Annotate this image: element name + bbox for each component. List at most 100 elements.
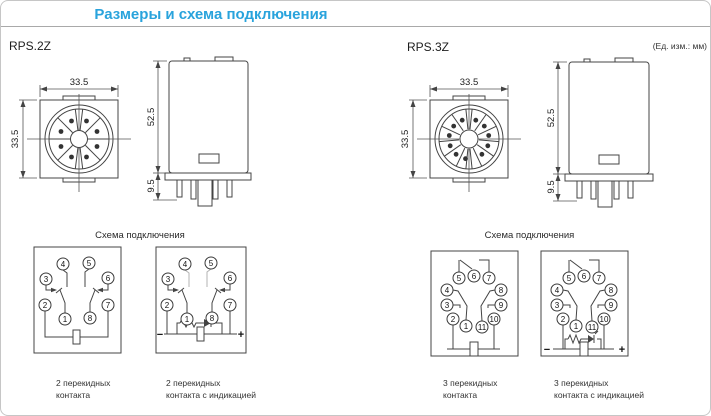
- svg-text:9: 9: [499, 301, 504, 310]
- rps3z-side-view: [564, 57, 654, 208]
- svg-text:5: 5: [209, 259, 214, 268]
- svg-text:4: 4: [61, 260, 66, 269]
- rps2z-schematic-plain: 4 5 3 6 2 7 1 8: [33, 246, 122, 354]
- pole1-blade: [562, 289, 578, 321]
- svg-text:4: 4: [183, 260, 188, 269]
- svg-text:2: 2: [561, 315, 566, 324]
- svg-text:33.5: 33.5: [70, 77, 89, 88]
- top-tab: [614, 57, 634, 63]
- relay-pins: [576, 180, 634, 208]
- svg-text:6: 6: [472, 272, 477, 281]
- pole2-fixed: [487, 304, 495, 308]
- terminal-10: 10: [487, 312, 501, 326]
- svg-text:3: 3: [555, 301, 560, 310]
- terminal-10: 10: [597, 312, 611, 326]
- relay-base: [164, 172, 252, 181]
- pole2-fixed: [597, 304, 605, 308]
- pole2-blade: [590, 289, 606, 322]
- caption-rps3z-indicated: 3 перекидных контакта с индикацией: [554, 378, 644, 400]
- svg-text:11: 11: [588, 323, 597, 332]
- terminal-8: 8: [494, 283, 508, 297]
- rps2z-schematic-indicated: − + 4 5 3 6 2 7 1 8: [155, 246, 247, 354]
- svg-text:33.5: 33.5: [460, 77, 479, 88]
- rps2z-front-dim-height: 33.5: [10, 99, 37, 179]
- svg-text:7: 7: [106, 301, 111, 310]
- terminal-7: 7: [592, 271, 606, 285]
- svg-text:8: 8: [88, 314, 93, 323]
- terminal-4: 4: [56, 257, 70, 271]
- schema-title-rps3z: Схема подключения: [484, 230, 575, 241]
- socket-hub: [70, 130, 88, 148]
- svg-text:8: 8: [609, 286, 614, 295]
- terminal-4: 4: [550, 283, 564, 297]
- terminal-4: 4: [440, 283, 454, 297]
- label-window: [598, 154, 620, 165]
- terminal-4: 4: [178, 257, 192, 271]
- terminal-2: 2: [160, 298, 174, 312]
- svg-text:10: 10: [490, 315, 499, 324]
- svg-text:33.5: 33.5: [400, 130, 411, 149]
- svg-text:5: 5: [87, 259, 92, 268]
- svg-text:33.5: 33.5: [10, 130, 21, 149]
- pole1-fixed: [563, 304, 571, 308]
- terminal-6: 6: [467, 269, 481, 283]
- terminal-5: 5: [204, 256, 218, 270]
- rps2z-front-view: [27, 94, 131, 192]
- terminal-5: 5: [452, 271, 466, 285]
- rps3z-side-dim-depth: 52.5: [546, 61, 567, 175]
- terminal-1: 1: [569, 319, 583, 333]
- svg-text:4: 4: [555, 286, 560, 295]
- model-label-rps3z: RPS.3Z: [407, 40, 450, 54]
- svg-text:3: 3: [166, 275, 171, 284]
- relay-base: [564, 173, 654, 182]
- svg-text:2: 2: [165, 301, 170, 310]
- terminal-9: 9: [604, 298, 618, 312]
- terminal-7: 7: [482, 271, 496, 285]
- indicator-branch-left: [176, 322, 180, 334]
- plus-label: +: [238, 329, 244, 341]
- rps3z-schematic-plain: 5 6 7 4 8 3 9 2 10 1 11: [430, 250, 519, 357]
- terminal-3: 3: [39, 272, 53, 286]
- svg-text:6: 6: [582, 272, 587, 281]
- contact-no-left: [184, 269, 190, 287]
- caption-rps2z-plain: 2 перекидных контакта: [56, 378, 111, 400]
- coil-symbol: [579, 341, 589, 357]
- terminal-7: 7: [223, 298, 237, 312]
- svg-text:5: 5: [567, 274, 572, 283]
- svg-text:6: 6: [106, 274, 111, 283]
- terminal-6: 6: [101, 271, 115, 285]
- rps2z-side-dim-depth: 52.5: [146, 60, 167, 174]
- contact-blade-left: [59, 289, 66, 313]
- minus-label: −: [544, 344, 550, 356]
- pole3-blade: [569, 259, 583, 270]
- label-window: [198, 153, 220, 164]
- svg-text:1: 1: [185, 315, 190, 324]
- terminal-2: 2: [38, 298, 52, 312]
- svg-text:8: 8: [499, 286, 504, 295]
- terminal-9: 9: [494, 298, 508, 312]
- svg-text:5: 5: [457, 274, 462, 283]
- contact-nc-right: [101, 284, 109, 291]
- relay-pins: [176, 179, 233, 207]
- contact-nc-right: [223, 284, 231, 291]
- terminal-5: 5: [562, 271, 576, 285]
- top-bump: [183, 57, 191, 62]
- terminal-3: 3: [440, 298, 454, 312]
- rps3z-front-dim-width: 33.5: [429, 77, 509, 97]
- plus-label: +: [619, 344, 625, 356]
- rps3z-front-view: [417, 94, 521, 192]
- resistor-symbol: [567, 333, 588, 345]
- top-bump: [583, 58, 591, 63]
- terminal-2: 2: [556, 312, 570, 326]
- title-divider: [1, 26, 710, 27]
- rps2z-side-dim-pins: 9.5: [146, 173, 177, 201]
- svg-text:1: 1: [63, 315, 68, 324]
- svg-text:2: 2: [451, 315, 456, 324]
- coil-symbol: [469, 341, 479, 357]
- terminal-8: 8: [604, 283, 618, 297]
- terminal-3: 3: [161, 272, 175, 286]
- terminal-1: 1: [180, 312, 194, 326]
- rps3z-schematic-indicated: − + 5 6 7 4 8 3 9 2 10 1 11: [540, 250, 629, 357]
- contact-blade-right: [211, 289, 218, 312]
